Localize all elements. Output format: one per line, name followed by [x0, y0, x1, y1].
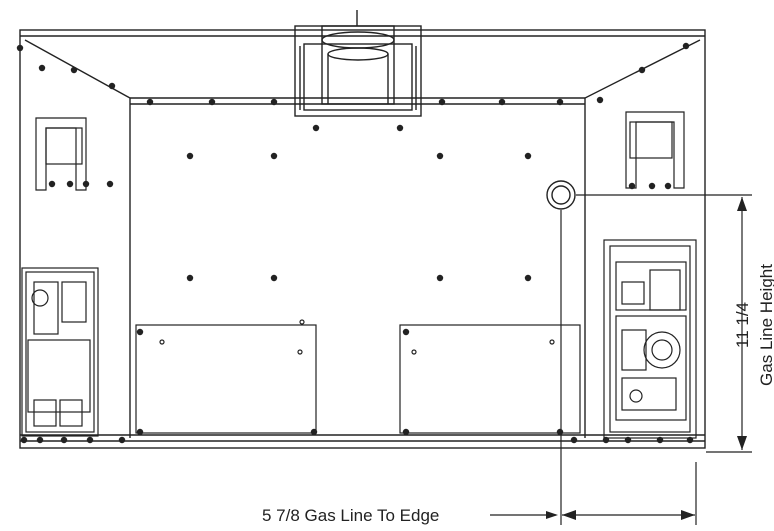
screw-24 [136, 428, 144, 436]
screw-0 [16, 44, 24, 52]
screw-12 [596, 96, 604, 104]
gas-line-height-value: 11 1/4 [733, 302, 752, 348]
screw-29 [48, 180, 56, 188]
gas-line-to-edge-label: 5 7/8 Gas Line To Edge [262, 506, 439, 525]
screw-2 [70, 66, 78, 74]
screw-6 [270, 98, 278, 106]
left-hanger-bracket [35, 117, 87, 191]
screw-18 [524, 152, 532, 160]
screw-21 [436, 274, 444, 282]
access-panel-right [399, 324, 581, 434]
fasteners [16, 42, 694, 444]
access-panel-left [135, 319, 317, 434]
gas-line-to-edge-dimension [490, 210, 697, 525]
screw-15 [186, 152, 194, 160]
screw-3 [108, 82, 116, 90]
screw-19 [186, 274, 194, 282]
screw-30 [66, 180, 74, 188]
screw-36 [20, 436, 28, 444]
screw-7 [312, 124, 320, 132]
screw-22 [524, 274, 532, 282]
screw-35 [664, 182, 672, 190]
screw-8 [396, 124, 404, 132]
flue-collar [294, 10, 422, 117]
screw-27 [402, 428, 410, 436]
screw-1 [38, 64, 46, 72]
gas-line-inlet [546, 180, 576, 210]
screw-39 [86, 436, 94, 444]
screw-23 [136, 328, 144, 336]
screw-42 [602, 436, 610, 444]
gas-line-height-dimension [576, 194, 752, 453]
screw-43 [624, 436, 632, 444]
screw-38 [60, 436, 68, 444]
screw-32 [106, 180, 114, 188]
gas-line-height-label: Gas Line Height [757, 264, 774, 386]
gas-valve-box [603, 239, 697, 439]
housing-outline [19, 29, 706, 449]
screw-28 [556, 428, 564, 436]
screw-45 [686, 436, 694, 444]
screw-5 [208, 98, 216, 106]
screw-44 [656, 436, 664, 444]
screw-9 [438, 98, 446, 106]
screw-25 [310, 428, 318, 436]
screw-37 [36, 436, 44, 444]
screw-11 [556, 98, 564, 106]
screw-14 [682, 42, 690, 50]
screw-33 [628, 182, 636, 190]
left-control-box [21, 267, 99, 437]
screw-4 [146, 98, 154, 106]
screw-26 [402, 328, 410, 336]
screw-40 [118, 436, 126, 444]
screw-41 [570, 436, 578, 444]
screw-34 [648, 182, 656, 190]
screw-31 [82, 180, 90, 188]
screw-20 [270, 274, 278, 282]
screw-13 [638, 66, 646, 74]
right-hanger-bracket [625, 111, 685, 189]
screw-17 [436, 152, 444, 160]
screw-16 [270, 152, 278, 160]
screw-10 [498, 98, 506, 106]
